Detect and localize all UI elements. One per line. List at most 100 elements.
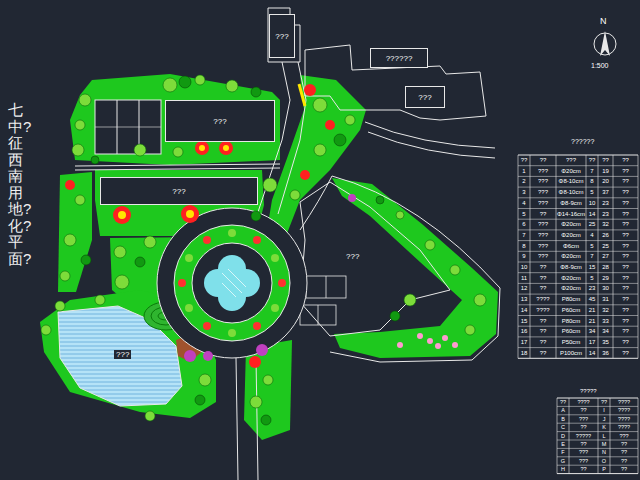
table-cell: ??? (530, 187, 556, 198)
table-rule (518, 326, 638, 327)
table-cell: H (557, 465, 569, 473)
table-cell: 17 (518, 337, 530, 348)
table-cell: 29 (598, 273, 613, 284)
table-cell: ??? (530, 230, 556, 241)
table-cell: ?? (613, 305, 638, 316)
table-rule (518, 240, 638, 241)
table-cell: 18 (518, 348, 530, 359)
table-cell: ?? (613, 198, 638, 209)
north-mark: N (600, 16, 607, 26)
area-name: ??? (346, 252, 359, 261)
table-cell: ?? (518, 155, 530, 166)
table-cell: P50cm (556, 337, 586, 348)
table-rule (638, 398, 639, 474)
table-cell: ?? (569, 465, 598, 473)
table-cell: Φ20cm (556, 273, 586, 284)
table-rule (530, 155, 531, 358)
table-cell: ?? (569, 406, 598, 414)
table-cell: I (598, 406, 610, 414)
table-cell: Φ20cm (556, 251, 586, 262)
table-cell: P100cm (556, 348, 586, 359)
table-cell: 9 (518, 251, 530, 262)
table-rule (613, 155, 614, 358)
table-cell: D (557, 432, 569, 440)
table-cell: 23 (598, 198, 613, 209)
table-cell: ?? (613, 337, 638, 348)
table-rule (518, 304, 638, 305)
table-cell: 14 (586, 209, 598, 220)
table-cell: ?? (613, 187, 638, 198)
table-rule (610, 398, 611, 474)
table-title: ?????? (571, 138, 594, 145)
building-name: ??? (172, 187, 185, 196)
table-cell: Φ8-10cm (556, 176, 586, 187)
table-cell: 4 (518, 198, 530, 209)
table-cell: ?? (613, 166, 638, 177)
table-cell: 5 (518, 209, 530, 220)
table-cell: ?? (613, 176, 638, 187)
table-cell: K (598, 423, 610, 431)
table-cell: 5 (586, 241, 598, 252)
table-cell: ???? (569, 398, 598, 406)
table-cell: 26 (598, 230, 613, 241)
table-cell: ??? (569, 448, 598, 456)
tennis-court (95, 100, 161, 154)
table-cell: ?? (613, 262, 638, 273)
table-cell: 11 (518, 273, 530, 284)
table-cell: ???? (610, 415, 638, 423)
table-cell: 8 (518, 241, 530, 252)
building-outline: ?????? (370, 48, 428, 68)
table-cell: G (557, 457, 569, 465)
table-rule (586, 155, 587, 358)
table-cell: E (557, 440, 569, 448)
tree-symbol (41, 75, 486, 425)
drawing-title: 七中?征西南用地?化?平面? (8, 102, 23, 267)
table-cell: 5 (586, 187, 598, 198)
table-cell: ??? (530, 176, 556, 187)
table-cell: Φ20cm (556, 230, 586, 241)
table-cell: ??? (610, 432, 638, 440)
table-cell: 20 (598, 176, 613, 187)
table-cell: 7 (586, 166, 598, 177)
table-cell: ?? (613, 294, 638, 305)
table-cell: ?? (610, 457, 638, 465)
table-cell: ?? (613, 283, 638, 294)
table-cell: 34 (598, 326, 613, 337)
table-cell: B (557, 415, 569, 423)
table-cell: 10 (518, 262, 530, 273)
table-cell: ??? (530, 251, 556, 262)
table-cell: ?? (530, 326, 556, 337)
table-cell: ?? (613, 273, 638, 284)
building-name: ??? (275, 32, 288, 41)
table-cell: ?? (530, 209, 556, 220)
table-cell: ?? (598, 398, 610, 406)
table-rule (518, 155, 638, 156)
table-cell: Φ6cm (556, 241, 586, 252)
table-cell: L (598, 432, 610, 440)
table-cell: ?? (530, 337, 556, 348)
table-cell: ???? (610, 406, 638, 414)
table-cell: 7 (518, 230, 530, 241)
table-cell: ???? (610, 398, 638, 406)
table-cell: 2 (518, 176, 530, 187)
table-rule (557, 398, 558, 474)
table-cell: A (557, 406, 569, 414)
table-cell: 23 (586, 283, 598, 294)
table-cell: ??? (556, 155, 586, 166)
table-cell: 25 (586, 219, 598, 230)
table-cell: ?? (610, 448, 638, 456)
table-cell: ?? (613, 209, 638, 220)
table-cell: ?? (530, 348, 556, 359)
table-grid (518, 155, 638, 474)
table-cell: 34 (586, 326, 598, 337)
lawn (40, 74, 498, 440)
table-cell: ?? (598, 155, 613, 166)
table-rule (518, 176, 638, 177)
table-cell: ??? (530, 241, 556, 252)
table-cell: Φ20cm (556, 283, 586, 294)
table-cell: ?? (613, 251, 638, 262)
table-cell: Φ8-10cm (556, 187, 586, 198)
table-cell: 17 (586, 337, 598, 348)
